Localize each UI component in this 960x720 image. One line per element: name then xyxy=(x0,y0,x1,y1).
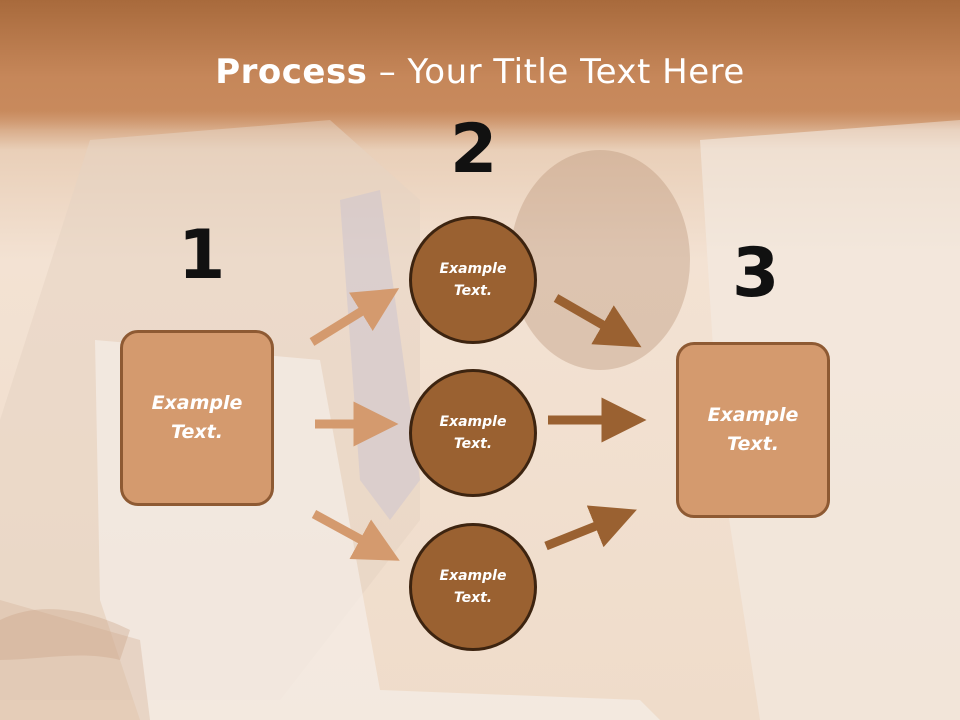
circle-1-line1: Example xyxy=(439,260,507,277)
step-3-box: Example Text. xyxy=(676,342,830,518)
step-number-3: 3 xyxy=(732,234,780,313)
circle-1-line2: Text. xyxy=(453,283,493,299)
step-1-box: Example Text. xyxy=(120,330,274,506)
left-arrows xyxy=(309,288,400,561)
step-2-circle-3: Example Text. xyxy=(409,523,537,651)
circle-2-line1: Example xyxy=(439,413,507,430)
step-number-1: 1 xyxy=(178,216,226,295)
step-3-text-line1: Example xyxy=(707,403,799,426)
step-2-circle-1: Example Text. xyxy=(409,216,537,344)
slide-title: Process – Your Title Text Here xyxy=(0,52,960,92)
circle-3-line1: Example xyxy=(439,567,507,584)
step-number-2: 2 xyxy=(450,110,498,189)
arrow-right-down xyxy=(553,294,642,348)
circle-2-line2: Text. xyxy=(453,436,493,452)
title-bold: Process xyxy=(215,52,368,92)
arrow-right-up xyxy=(544,505,637,551)
right-arrows xyxy=(544,294,647,551)
title-rest: – Your Title Text Here xyxy=(367,52,745,92)
step-1-text-line1: Example xyxy=(151,391,243,414)
step-1-text-line2: Text. xyxy=(171,421,223,443)
step-2-circle-2: Example Text. xyxy=(409,369,537,497)
step-3-text-line2: Text. xyxy=(727,433,779,455)
circle-3-line2: Text. xyxy=(453,590,493,606)
arrow-left-up xyxy=(309,288,400,346)
arrow-left-down xyxy=(311,510,400,561)
header-band xyxy=(0,0,960,130)
